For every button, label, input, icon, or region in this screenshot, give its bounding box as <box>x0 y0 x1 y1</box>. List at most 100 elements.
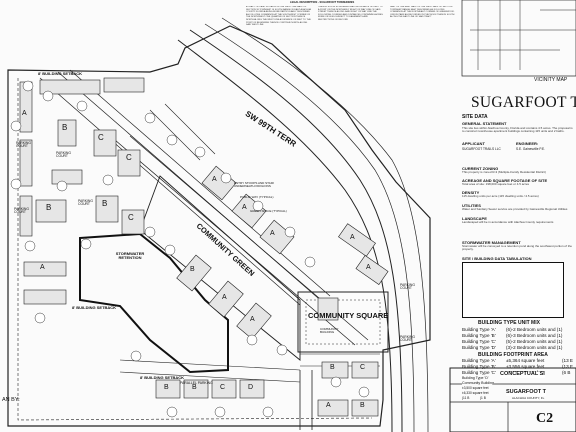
footprint-label: BUILDING FOOTPRINT AREA <box>478 352 548 358</box>
mix-type-c: Building Type 'C' <box>462 339 496 344</box>
mix-desc-b: (6)-3 Bedroom units and (1) <box>506 333 563 338</box>
applicant-value: SUGARFOOT TRAILS LLC <box>462 147 501 151</box>
parking-court-label-5: PARKING COURT <box>400 283 416 291</box>
building-type-b-3: B <box>102 199 108 208</box>
title-block-project: SUGARFOOT T <box>506 389 547 396</box>
parking-court-label-1: PARKING COURT <box>16 141 32 149</box>
footprint-type-b: Building Type 'B' <box>462 364 496 369</box>
footprint-area-d: ±3,500 square feet <box>462 386 489 390</box>
footprint-type-community: Community Building <box>462 381 494 385</box>
building-type-d: D <box>248 384 254 391</box>
mix-desc-d: (3)-2 Bedroom units and (1) <box>506 345 563 350</box>
footprint-area-community: ±6,330 square feet <box>462 391 489 395</box>
community-square-label: COMMUNITY SQUARE <box>308 311 389 320</box>
utilities-label: UTILITIES <box>462 203 481 208</box>
acreage-text: Total area of site: 198,000 square feet … <box>462 183 530 186</box>
parking-court-label-2: PARKING COURT <box>56 151 72 159</box>
vicinity-map-frame <box>461 0 576 77</box>
parking-court-label-6: PARKING COURT <box>400 335 416 343</box>
footprint-extra-b: (13 E <box>562 364 573 369</box>
building-type-a-5: A <box>270 230 275 237</box>
setback-label-top: 8' BUILDING SETBACK <box>38 71 83 76</box>
general-statement-label: GENERAL STATEMENT <box>462 121 507 126</box>
zoning-label: CURRENT ZONING <box>462 166 499 171</box>
callout-entry-stoops: ENTRY STOOPS AND STAIR UNDERNEATH PAVILI… <box>234 181 274 188</box>
mix-desc-c: (5)-2 Bedroom units and (1) <box>506 339 563 344</box>
mix-type-b: Building Type 'B' <box>462 333 496 338</box>
trees <box>10 80 370 418</box>
parking-court-label-4: PARKING COURT <box>78 199 94 207</box>
mix-desc-a: (6)-2 Bedroom units and (1) <box>506 327 563 332</box>
building-type-a-4: A <box>242 204 247 211</box>
footprint-type-a: Building Type 'A' <box>462 358 496 363</box>
building-type-a-10: A <box>366 264 371 271</box>
mix-type-a: Building Type 'A' <box>462 327 496 332</box>
legal-text-column-2: THENCE SOUTH 89 DEGREES EAST A DISTANCE … <box>318 6 383 21</box>
footprint-extra-c: (6 B <box>562 370 571 375</box>
building-type-a: A <box>22 110 27 117</box>
building-type-a-9: A <box>350 234 355 241</box>
data-tabulation-table <box>462 262 564 318</box>
legal-text-column-1: A TRACT OF LAND SITUATED IN THE WEST ONE… <box>246 6 311 27</box>
building-type-b-5: B <box>164 384 169 391</box>
building-data-label: SITE / BUILDING DATA TABULATION <box>462 256 532 261</box>
stormwater-management-text: Stormwater will be conveyed to a retenti… <box>462 245 572 251</box>
engineer-value: S.E. Gainesville P.E. <box>516 147 545 151</box>
parallel-parking-label: PARALLEL PARKING <box>180 381 213 385</box>
engineer-label: ENGINEER: <box>516 141 539 146</box>
building-type-a-2: A <box>40 264 45 271</box>
acreage-label: ACREAGE AND SQUARE FOOTAGE OF SITE <box>462 178 548 183</box>
footprint-area-b: ±3,556 square feet <box>506 364 545 369</box>
legal-text-column-3: PART OF THE EAST HALF OF THE WEST HALF O… <box>390 6 455 19</box>
title-block-heading: CONCEPTUAL SI <box>500 371 545 378</box>
callout-public-way: PUBLIC WAY (TYPICAL) <box>240 195 274 199</box>
building-type-a-7: A <box>250 316 255 323</box>
title-block-location: ALACHUA COUNTY, FL <box>512 396 545 400</box>
setback-label-bottom: 8' BUILDING SETBACK <box>140 375 185 380</box>
vicinity-map-label: VICINITY MAP <box>534 77 568 83</box>
building-type-b-7: B <box>330 364 335 371</box>
building-type-c-3: C <box>128 213 134 222</box>
building-type-c: C <box>98 133 104 142</box>
footprint-extra-community: (1 B <box>480 396 486 400</box>
building-mix-label: BUILDING TYPE UNIT MIX <box>478 320 540 326</box>
density-text: 115 dwelling units per acre (115 dwellin… <box>462 195 539 198</box>
building-type-c-2: C <box>126 153 132 162</box>
building-type-b-8: B <box>360 402 365 409</box>
zoning-text: This property is zoned R-3 (Multiple-Fam… <box>462 171 546 174</box>
building-type-a-8: A <box>326 402 331 409</box>
building-type-b-6: B <box>192 384 197 391</box>
landscape-label: LANDSCAPE <box>462 216 487 221</box>
building-type-a-6: A <box>222 294 227 301</box>
applicant-label: APPLICANT <box>462 141 485 146</box>
building-type-b-2: B <box>46 203 52 212</box>
stormwater-management-label: STORMWATER MANAGEMENT <box>462 240 521 245</box>
building-type-b-4: B <box>190 266 195 273</box>
sheet-number: C2 <box>536 411 554 426</box>
building-footprints <box>19 77 389 417</box>
footprint-extra-a: (13 E <box>562 358 573 363</box>
site-data-header: SITE DATA <box>462 114 488 120</box>
building-type-a-3: A <box>212 176 217 183</box>
drawn-by-label: AN BY: <box>2 397 20 403</box>
callout-green-space: GREEN SPACE (TYPICAL) <box>250 209 287 213</box>
footprint-extra-d: (11 B <box>462 396 470 400</box>
utilities-text: Water and Sanitary Sewer service are pro… <box>462 208 568 211</box>
community-building-label: COMMUNITY BUILDING <box>320 327 339 334</box>
footprint-area-a: ±5,364 square feet <box>506 358 545 363</box>
footprint-type-d: Building Type 'D' <box>462 376 489 380</box>
mix-type-d: Building Type 'D' <box>462 345 496 350</box>
building-type-b: B <box>62 123 68 132</box>
property-boundary <box>7 25 431 427</box>
project-title: SUGARFOOT T <box>471 94 576 111</box>
building-type-c-5: C <box>360 364 366 371</box>
footprint-type-c: Building Type 'C' <box>462 370 496 375</box>
general-statement-text: This site lies within Alachua County, Fl… <box>462 127 573 134</box>
landscape-text: Landscaped will be in accordance with Al… <box>462 221 554 224</box>
legal-title: LEGAL DESCRIPTION - SUGARFOOT TOWNHOMES <box>290 1 355 4</box>
density-label: DENSITY <box>462 190 480 195</box>
parking-court-label-3: PARKING COURT <box>14 207 30 215</box>
building-type-c-4: C <box>220 384 226 391</box>
